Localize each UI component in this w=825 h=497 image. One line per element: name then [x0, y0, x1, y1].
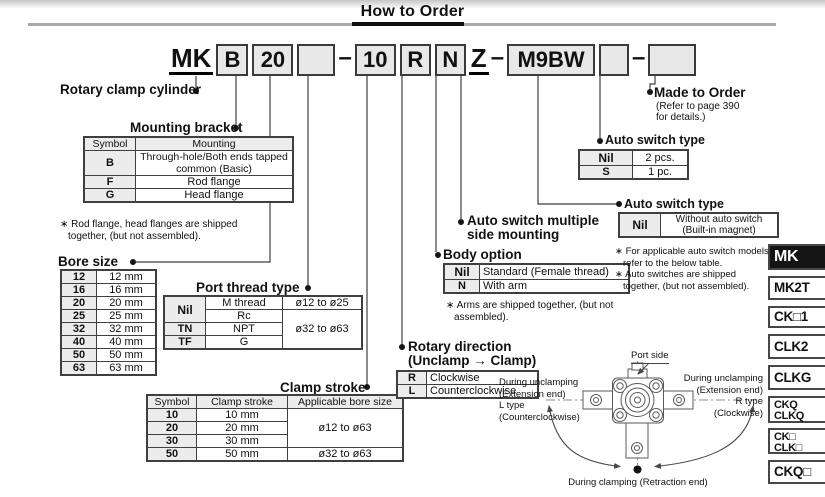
rotary-direction-subtitle: (Unclamp → Clamp): [408, 353, 537, 368]
code-box-switch-model: M9BW: [507, 44, 596, 76]
rotary-direction-table: R Clockwise L Counterclockwise: [396, 370, 539, 399]
port-thread-title: Port thread type: [196, 280, 300, 295]
code-dash-3: –: [632, 44, 646, 71]
model-code: MK B 20 – 10 R N Z – M9BW –: [168, 44, 698, 76]
table-row: Nil Standard (Female thread): [443, 263, 630, 280]
col-header: Applicable bore size: [287, 394, 404, 409]
mounting-bracket-table: Symbol Mounting B Through-hole/Both ends…: [83, 136, 294, 203]
col-header: Symbol: [146, 394, 197, 409]
code-dash-1: –: [338, 44, 352, 71]
table-row: Nil M thread ø12 to ø25: [163, 295, 363, 323]
sidebar-tab-ckq[interactable]: CKQ□: [768, 460, 825, 484]
mounting-note: ∗ Rod flange, head flanges are shipped t…: [60, 219, 238, 242]
code-box-body-option: N: [434, 44, 466, 76]
code-box-stroke: 10: [354, 44, 396, 76]
code-box-direction: R: [399, 44, 431, 76]
auto-switch-note-1: ∗ For applicable auto switch models, ref…: [615, 246, 772, 269]
auto-switch-note-2: ∗ Auto switches are shipped together, (b…: [615, 269, 750, 292]
diagram-bottom-label: During clamping (Retraction end): [568, 477, 708, 488]
col-header: Mounting: [135, 136, 294, 151]
table-row: R Clockwise: [396, 370, 539, 385]
clamp-stroke-title: Clamp stroke: [280, 380, 366, 395]
multi-mount-label-line2: side mounting: [467, 227, 560, 242]
sidebar-tab-mk2t[interactable]: MK2T: [768, 276, 825, 300]
body-option-note: ∗ Arms are shipped together, (but not as…: [446, 300, 614, 323]
code-prefix: MK: [169, 43, 214, 75]
multi-mount-label-line1: Auto switch multiple: [467, 213, 600, 228]
table-row: TN NPT: [163, 322, 362, 336]
table-row: S 1 pc.: [578, 165, 689, 180]
code-multi-mount: Z: [468, 43, 489, 75]
table-row: F Rod flange: [83, 175, 294, 189]
auto-switch-type-title: Auto switch type: [624, 197, 725, 211]
table-row: Nil Without auto switch (Built-in magnet…: [618, 212, 779, 238]
sidebar-tab-clkg[interactable]: CLKG: [768, 365, 825, 390]
sidebar-tab-mk[interactable]: MK: [768, 244, 825, 270]
made-to-order-note-line2: for details.): [656, 112, 706, 123]
clamp-stroke-table: Symbol Clamp stroke Applicable bore size…: [146, 394, 404, 462]
bore-size-title: Bore size: [58, 254, 119, 269]
code-box-switch-qty: [599, 44, 630, 76]
sidebar-tab-ck1[interactable]: CK□1: [768, 306, 825, 328]
diagram-left-label: During unclamping (Extension end) L type…: [499, 377, 580, 423]
page-top-shading: [0, 0, 825, 9]
table-row: TF G: [163, 335, 362, 350]
table-row: Rc ø32 to ø63: [164, 309, 363, 350]
table-row: B Through-hole/Both ends tapped common (…: [83, 150, 294, 176]
table-row: N With arm: [443, 279, 630, 294]
sidebar-tab-ckq-clkq[interactable]: CKQ CLKQ: [768, 396, 825, 423]
auto-switch-qty-table: Nil 2 pcs. S 1 pc.: [578, 149, 689, 180]
page-title: How to Order: [360, 3, 465, 20]
table-row: G Head flange: [83, 188, 294, 203]
header-rule-black: [352, 22, 464, 26]
sidebar-tab-ck-clk[interactable]: CK□ CLK□: [768, 428, 825, 454]
table-row: 50 50 mm ø32 to ø63: [146, 447, 404, 462]
table-row: 10 10 mm ø12 to ø63: [146, 408, 404, 448]
mounting-bracket-title: Mounting bracket: [130, 120, 243, 135]
code-dash-2: –: [490, 44, 505, 71]
product-label: Rotary clamp cylinder: [60, 82, 202, 97]
auto-switch-type-table: Nil Without auto switch (Built-in magnet…: [618, 212, 779, 238]
body-option-title: Body option: [443, 247, 522, 262]
rotary-direction-title: Rotary direction: [408, 339, 512, 354]
code-box-port-thread: [297, 44, 336, 76]
made-to-order-note-line1: (Refer to page 390: [656, 101, 740, 112]
code-box-bore: 20: [252, 44, 294, 76]
table-row: 30 30 mm: [146, 434, 403, 448]
table-row: Nil 2 pcs.: [578, 149, 689, 166]
port-side-label: Port side: [631, 350, 669, 364]
body-option-table: Nil Standard (Female thread) N With arm: [443, 263, 630, 294]
auto-switch-qty-title: Auto switch type: [605, 133, 706, 147]
code-box-mounting: B: [216, 44, 249, 76]
col-header: Symbol: [83, 136, 136, 151]
table-row: L Counterclockwise: [396, 384, 539, 399]
sidebar-tab-clk2[interactable]: CLK2: [768, 334, 825, 359]
diagram-right-label: During unclamping (Extension end) R type…: [683, 373, 763, 419]
made-to-order-title: Made to Order: [654, 85, 746, 100]
code-box-made-to-order: [648, 44, 697, 76]
port-thread-table: Nil M thread ø12 to ø25 Rc ø32 to ø63 TN…: [163, 295, 363, 350]
col-header: Clamp stroke: [196, 394, 288, 409]
